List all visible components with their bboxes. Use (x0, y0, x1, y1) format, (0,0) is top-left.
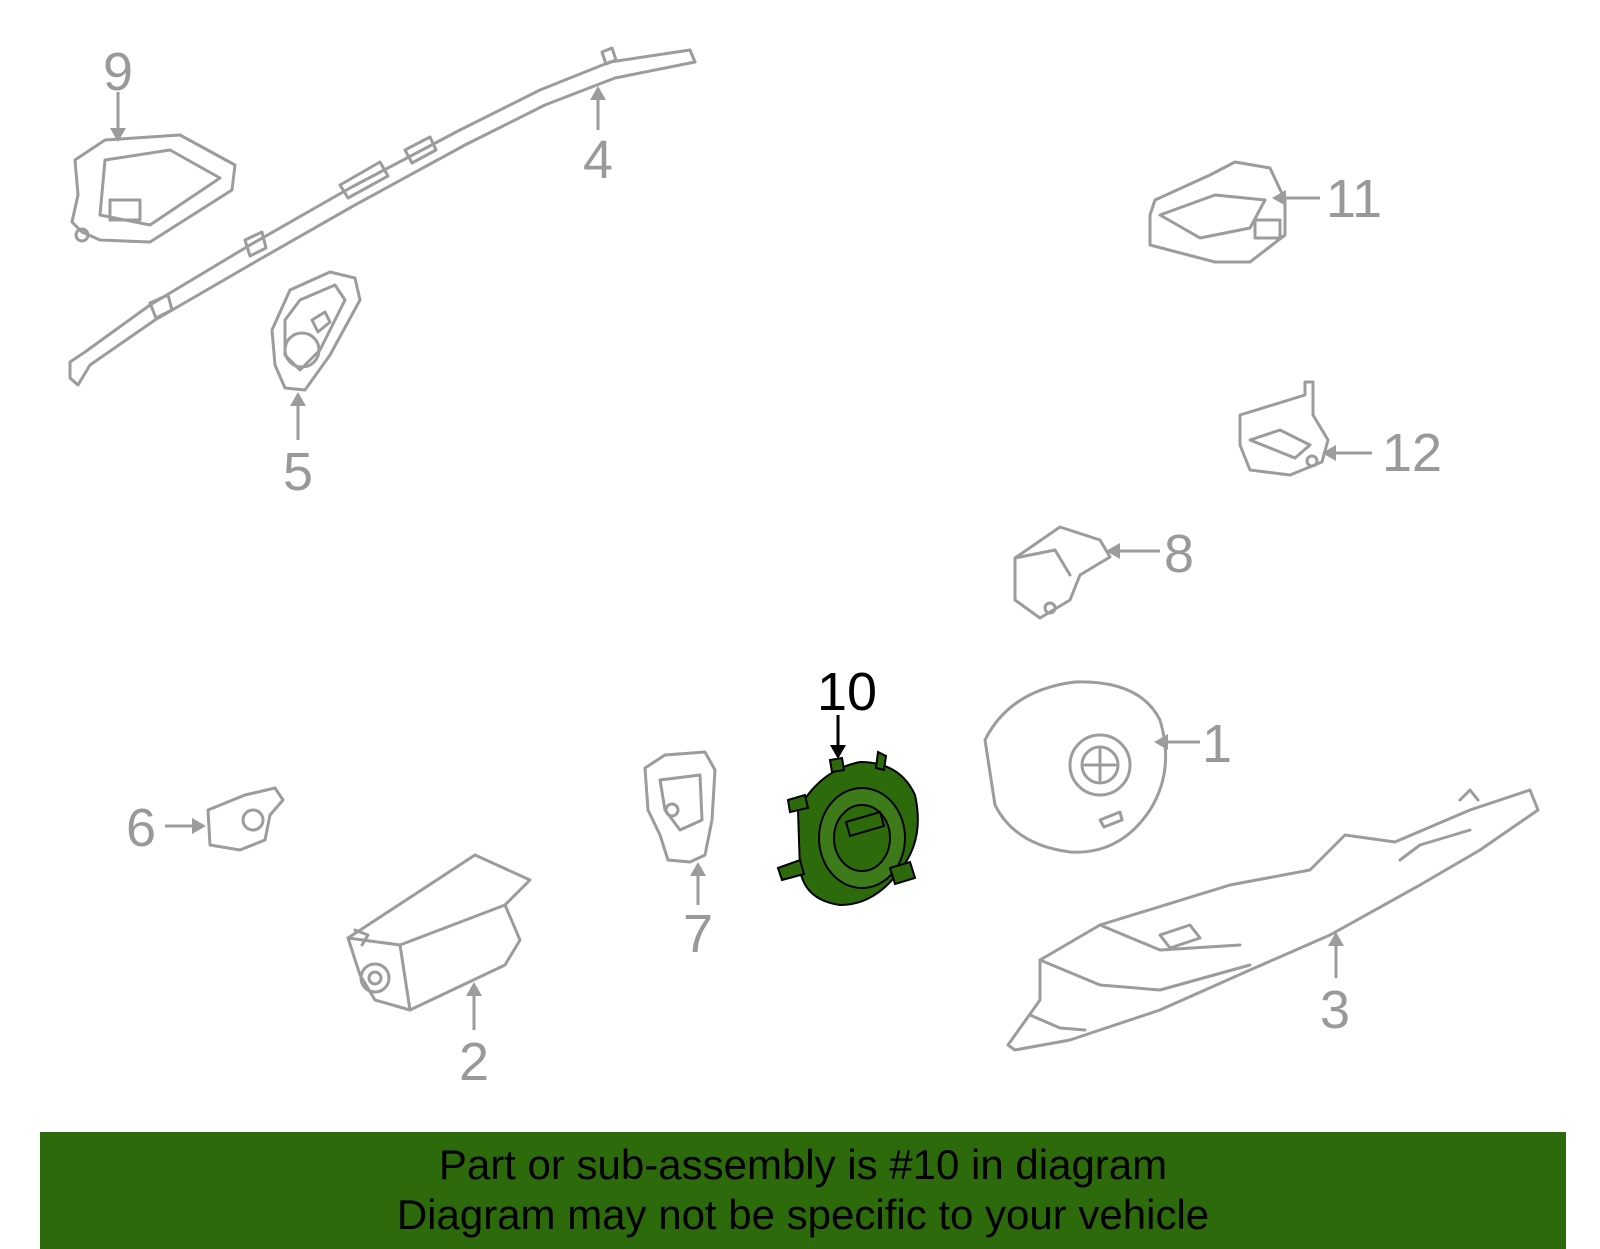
banner-line-2: Diagram may not be specific to your vehi… (396, 1191, 1210, 1238)
callout-7[interactable]: 7 (683, 904, 713, 964)
part-12-bracket (1238, 380, 1330, 477)
callout-10[interactable]: 10 (817, 662, 877, 722)
callout-3[interactable]: 3 (1320, 980, 1350, 1040)
callout-6[interactable]: 6 (126, 798, 156, 858)
callout-8[interactable]: 8 (1164, 524, 1194, 584)
arrow-10 (830, 745, 846, 759)
part-2-passenger-airbag (346, 853, 532, 1012)
callout-9[interactable]: 9 (103, 42, 133, 102)
callout-2[interactable]: 2 (459, 1032, 489, 1092)
arrow-1 (1154, 734, 1168, 750)
arrow-2 (466, 982, 482, 996)
arrow-9 (110, 128, 126, 142)
callout-11[interactable]: 11 (1326, 169, 1382, 229)
arrow-5 (290, 392, 306, 406)
arrow-7 (690, 862, 706, 876)
banner-line-1: Part or sub-assembly is #10 in diagram (438, 1141, 1168, 1188)
arrow-4 (590, 86, 606, 100)
arrow-6 (192, 818, 206, 834)
part-3-dashboard-panel (1006, 788, 1540, 1052)
part-8-sensor (1013, 525, 1112, 620)
callout-1[interactable]: 1 (1202, 714, 1232, 774)
callout-12[interactable]: 12 (1382, 423, 1442, 483)
callout-4[interactable]: 4 (583, 130, 613, 190)
info-banner: Part or sub-assembly is #10 in diagram D… (40, 1132, 1566, 1249)
part-11-module (1148, 160, 1287, 264)
part-4-curtain-airbag (68, 46, 697, 387)
arrow-11 (1272, 190, 1286, 206)
part-5-knee-airbag (270, 270, 362, 392)
callout-5[interactable]: 5 (283, 442, 313, 502)
part-9-control-module (70, 133, 237, 244)
arrow-3 (1328, 932, 1344, 946)
part-7-bracket (643, 750, 717, 864)
part-10-clock-spring[interactable] (776, 750, 919, 907)
part-1-driver-airbag (983, 680, 1168, 854)
part-6-sensor (206, 786, 285, 852)
arrow-8 (1106, 543, 1120, 559)
arrow-12 (1322, 445, 1336, 461)
